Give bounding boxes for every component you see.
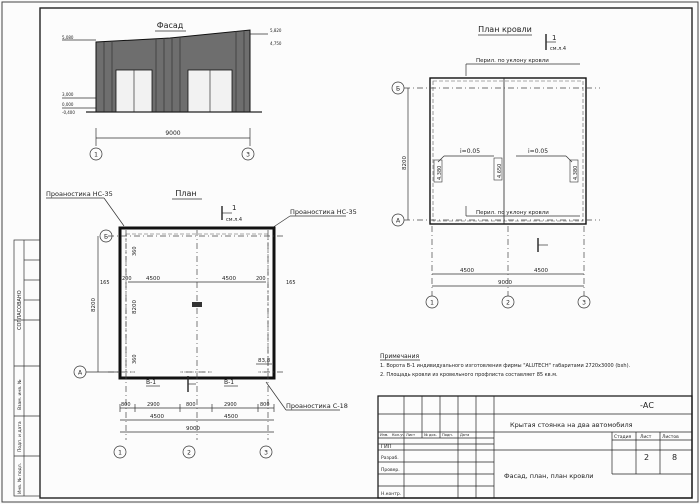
stamp-role-gip: ГИП [381, 444, 392, 450]
stamp-role-razr: Разраб. [381, 455, 399, 461]
roof-dim-4500-right: 4500 [534, 268, 548, 274]
stamp-code: -АС [640, 401, 654, 410]
plan-title: План [175, 189, 196, 198]
plan-sub-4500-1: 4500 [150, 414, 164, 420]
left-margin-strip: СОГЛАСОВАНО Взам. инв. № Подп. и дата Ин… [13, 239, 41, 497]
facade-level-left-top: 5,080 [62, 35, 74, 40]
plan-dim-8200-inner: 8200 [132, 300, 138, 314]
facade-view: Фасад 5,080 5,820 4,750 3,000 0,000 -0,4… [62, 21, 282, 161]
plan-sub-4500-2: 4500 [224, 414, 238, 420]
plan-section-num: 1 [232, 204, 236, 212]
margin-vzam-inv: Взам. инв. № [17, 379, 23, 410]
stamp-project: Крытая стоянка на два автомобиля [510, 421, 633, 429]
plan-dim-4500-right: 4500 [222, 276, 236, 282]
plan-view: План 1 см.л.4 Проаностика НС-35 Проаност… [46, 189, 357, 459]
roof-axis-3: 3 [582, 300, 586, 307]
margin-agreed: СОГЛАСОВАНО [17, 290, 23, 330]
plan-seg-2900-1: 2900 [147, 402, 160, 408]
facade-level-mid2: 0,000 [62, 102, 74, 107]
notes-line-1: 1. Ворота В-1 индивидуального изготовлен… [380, 363, 631, 369]
plan-axis-1: 1 [118, 450, 122, 457]
roof-dim-side: 8200 [402, 156, 408, 170]
facade-level-right-mid: 4,750 [270, 41, 282, 46]
plan-seg-2900-2: 2900 [224, 402, 237, 408]
facade-level-mid1: 3,000 [62, 92, 74, 97]
plan-gate-2: В-1 [224, 379, 234, 386]
notes-heading: Примечания [380, 353, 419, 360]
facade-level-right-top: 5,820 [270, 28, 282, 33]
roof-slope-label-top: Перил. по уклону кровли [476, 58, 549, 64]
stamp-head-ndok: № док. [424, 433, 437, 437]
plan-dim-200-right: 200 [256, 276, 266, 282]
facade-title: Фасад [157, 21, 184, 30]
notes-line-2: 2. Площадь кровли из кровельного профлис… [380, 372, 558, 378]
title-block: -АС Крытая стоянка на два автомобиля Изм… [377, 395, 693, 499]
stamp-head-sheets: Листов [662, 434, 679, 440]
roof-axis-1: 1 [430, 300, 434, 307]
roof-slope-1: i=0.05 [460, 148, 480, 155]
plan-flashing-bottom: Проаностика С-18 [286, 402, 348, 410]
plan-dim-165-right: 165 [286, 280, 296, 286]
facade-axis-3: 3 [246, 152, 250, 159]
stamp-head-stadia: Стадия [614, 434, 632, 440]
stamp-head-podp: Подп. [442, 433, 453, 437]
plan-flashing-right: Проаностика НС-35 [290, 208, 357, 216]
roof-plan-view: План кровли 1 см.л.4 Перил. по уклону кр… [391, 25, 600, 309]
roof-outline [429, 77, 587, 225]
roof-axis-2: 2 [506, 300, 510, 307]
plan-seg-800-3: 800 [260, 402, 270, 408]
plan-dim-360-top: 360 [132, 246, 138, 256]
facade-level-bottom: -0,400 [62, 110, 75, 115]
plan-axis-2: 2 [187, 450, 191, 457]
plan-dim-165-left: 165 [100, 280, 110, 286]
roof-height-mid: 4.650 [497, 164, 503, 178]
margin-inv-podl: Инв. № подл. [17, 463, 23, 494]
stamp-head-list: Лист [406, 433, 415, 437]
stamp-head-kol: Кол.уч [392, 433, 404, 437]
plan-seg-800-2: 800 [186, 402, 196, 408]
margin-podp-data: Подп. и дата [17, 421, 23, 452]
roof-section-num: 1 [552, 34, 556, 42]
roof-dim-4500-left: 4500 [460, 268, 474, 274]
plan-axis-a: А [78, 370, 83, 377]
plan-seg-800-1: 800 [121, 402, 131, 408]
stamp-head-data: Дата [460, 433, 469, 437]
roof-slope-2: i=0.05 [528, 148, 548, 155]
notes-block: Примечания 1. Ворота В-1 индивидуального… [380, 353, 631, 378]
plan-axis-3: 3 [264, 450, 268, 457]
stamp-head-izm: Изм. [380, 433, 388, 437]
roof-dim-total: 9000 [498, 280, 512, 286]
stamp-sheet-value: 2 [644, 453, 649, 462]
plan-gate-1: В-1 [146, 379, 156, 386]
roof-title: План кровли [478, 25, 532, 34]
plan-section-sheet: см.л.4 [226, 217, 242, 223]
roof-section-sheet: см.л.4 [550, 46, 566, 52]
roof-slope-label-bottom: Перил. по уклону кровли [476, 210, 549, 216]
roof-axis-b: Б [396, 86, 400, 93]
facade-dim-total: 9000 [165, 130, 180, 137]
stamp-role-nkontr: Н.контр. [381, 491, 401, 497]
stamp-sheets-value: 8 [672, 453, 677, 462]
plan-dim-360-bottom: 360 [132, 354, 138, 364]
plan-axis-b: Б [104, 234, 108, 241]
stamp-sheet-name: Фасад, план, план кровли [504, 472, 593, 480]
plan-dim-total: 9000 [186, 426, 200, 432]
plan-dim-overall-v: 8200 [91, 298, 97, 312]
plan-flashing-left: Проаностика НС-35 [46, 190, 113, 198]
plan-dim-200-left: 200 [122, 276, 132, 282]
plan-area-mark: 83,8 [258, 358, 271, 364]
roof-axis-a: А [396, 218, 401, 225]
facade-axis-1: 1 [94, 152, 98, 159]
plan-dim-4500-left: 4500 [146, 276, 160, 282]
roof-height-left: 4.380 [437, 166, 443, 180]
stamp-head-sheet: Лист [640, 434, 652, 440]
stamp-role-prov: Провер. [381, 467, 400, 473]
roof-height-right: 4.380 [573, 166, 579, 180]
